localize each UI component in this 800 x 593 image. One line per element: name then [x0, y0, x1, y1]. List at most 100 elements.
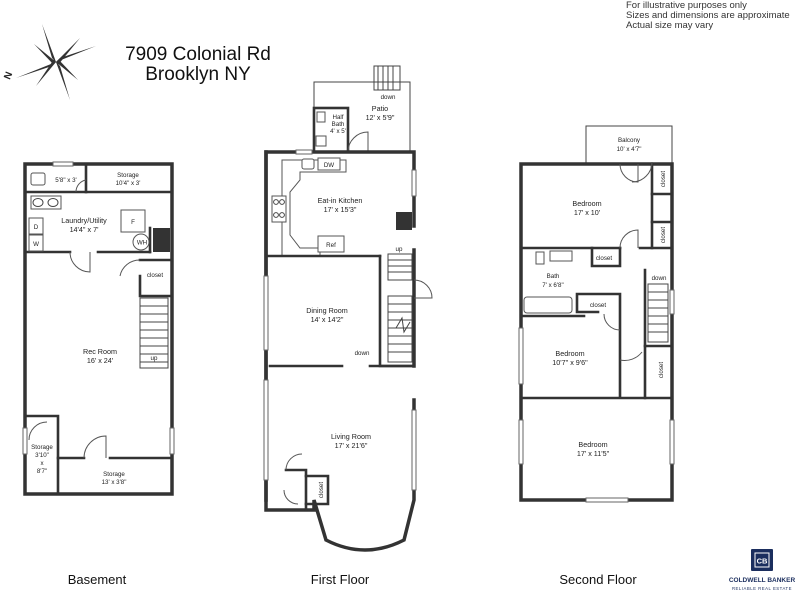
- dryer-label: D: [34, 224, 39, 231]
- balcony-outline: [585, 125, 673, 165]
- brand-tagline: RELIABLE REAL ESTATE: [732, 586, 792, 591]
- closet-label: closet: [660, 171, 667, 187]
- bath-name: Bath: [547, 273, 560, 280]
- closet-label: closet: [596, 255, 612, 262]
- window: [411, 169, 417, 197]
- brand-mark-text: CB: [757, 557, 768, 566]
- bedroom-top-name: Bedroom: [572, 199, 601, 208]
- door-swing: [619, 351, 643, 361]
- stove: [271, 195, 287, 223]
- closet-label: closet: [660, 227, 667, 243]
- storage-left-dims-2: x: [40, 460, 44, 467]
- storage-top-dims: 10'4" x 3': [116, 180, 141, 187]
- bedroom-mid-dims: 10'7" x 9'6": [552, 358, 588, 367]
- toilet: [316, 111, 326, 123]
- furnace-label: F: [131, 219, 135, 226]
- door-swing: [413, 279, 433, 299]
- coldwell-banker-logo: CB COLDWELL BANKER RELIABLE REAL ESTATE: [729, 549, 796, 591]
- door-swing: [619, 163, 639, 183]
- balcony-dims: 10' x 4'7": [617, 146, 642, 153]
- furnace: [120, 209, 146, 233]
- washer: [28, 234, 44, 252]
- bath-dims: 7' x 6'8": [542, 282, 563, 289]
- basement-closet-label: closet: [147, 272, 163, 279]
- patio-dims: 12' x 5'9": [366, 113, 395, 122]
- door-swing: [347, 131, 369, 153]
- dining-name: Dining Room: [306, 306, 348, 315]
- first-floor-plan: down Patio 12' x 5'9" Half Bath 4' x 5' …: [263, 65, 433, 552]
- closet-label: closet: [590, 302, 606, 309]
- laundry-dims: 14'4" x 7': [70, 225, 100, 234]
- balcony-name: Balcony: [618, 137, 641, 144]
- patio-stairs: [373, 65, 401, 91]
- stairs-down-label: down: [652, 275, 667, 282]
- storage-bottom-dims: 13' x 3'8": [102, 479, 127, 486]
- window: [669, 289, 675, 315]
- door-swing: [75, 179, 87, 193]
- rec-room-name: Rec Room: [83, 347, 117, 356]
- brand-name: COLDWELL BANKER: [729, 577, 796, 584]
- window: [585, 497, 629, 503]
- window: [263, 275, 269, 351]
- stairs-up-label: up: [151, 355, 158, 362]
- window: [669, 419, 675, 465]
- first-closet-label: closet: [318, 482, 325, 498]
- basement-bath-dims: 5'8" x 3': [55, 177, 76, 184]
- basement-plan: D W F WH up 5'8" x 3' Storage 10'4" x 3'…: [22, 161, 175, 496]
- stairs-down-label: down: [355, 350, 370, 357]
- disclaimer: For illustrative purposes only Sizes and…: [626, 0, 790, 31]
- compass-rose-icon: N: [2, 24, 96, 100]
- disclaimer-line-1: For illustrative purposes only: [626, 0, 747, 11]
- rec-room-dims: 16' x 24': [87, 356, 114, 365]
- door-swing: [28, 421, 48, 441]
- water-heater-label: WH: [137, 240, 147, 247]
- half-bath-sink: [315, 135, 327, 147]
- dishwasher-label: DW: [324, 162, 334, 169]
- window: [263, 379, 269, 481]
- fridge: [317, 235, 345, 253]
- storage-left-name: Storage: [31, 444, 53, 451]
- kitchen-dims: 17' x 15'3": [324, 205, 357, 214]
- bathtub: [523, 296, 573, 314]
- kitchen-sink: [301, 158, 315, 170]
- second-floor-plan: Balcony 10' x 4'7" down: [518, 125, 675, 503]
- bedroom-bottom-name: Bedroom: [578, 440, 607, 449]
- living-dims: 17' x 21'6": [335, 441, 368, 450]
- sink-fixture: [30, 172, 46, 186]
- door-swing: [603, 313, 621, 331]
- storage-bottom-name: Storage: [103, 471, 125, 478]
- half-bath-dims: 4' x 5': [330, 128, 346, 135]
- washer-label: W: [33, 241, 39, 248]
- chimney-block: [396, 212, 412, 230]
- first-floor-stairs: [387, 253, 413, 363]
- door-swing: [83, 435, 107, 459]
- first-floor-outline: [264, 150, 416, 552]
- door-swing: [69, 251, 91, 273]
- half-bath-name-2: Bath: [332, 121, 345, 128]
- window: [518, 419, 524, 465]
- door-swing: [285, 453, 303, 471]
- half-bath-name-1: Half: [332, 114, 343, 121]
- door-swing: [283, 489, 299, 505]
- laundry-sink: [30, 195, 62, 210]
- stairs-up-label: up: [396, 246, 403, 253]
- basement-stairs: [139, 297, 169, 369]
- address-line-1: 7909 Colonial Rd: [125, 44, 271, 65]
- kitchen-name: Eat-in Kitchen: [318, 196, 363, 205]
- basement-outline: [23, 162, 174, 496]
- brand-mark-icon: [751, 549, 773, 571]
- door-swing: [631, 161, 653, 183]
- laundry-name: Laundry/Utility: [61, 216, 107, 225]
- dining-dims: 14' x 14'2": [311, 315, 344, 324]
- compass-label: N: [2, 70, 15, 81]
- bath-sink: [549, 250, 573, 262]
- storage-left-dims-1: 3'10": [35, 452, 49, 459]
- dryer: [28, 217, 44, 235]
- bedroom-mid-name: Bedroom: [555, 349, 584, 358]
- disclaimer-line-3: Actual size may vary: [626, 20, 713, 31]
- window: [22, 427, 28, 455]
- window: [518, 327, 524, 385]
- window: [411, 409, 417, 491]
- toilet: [535, 251, 545, 265]
